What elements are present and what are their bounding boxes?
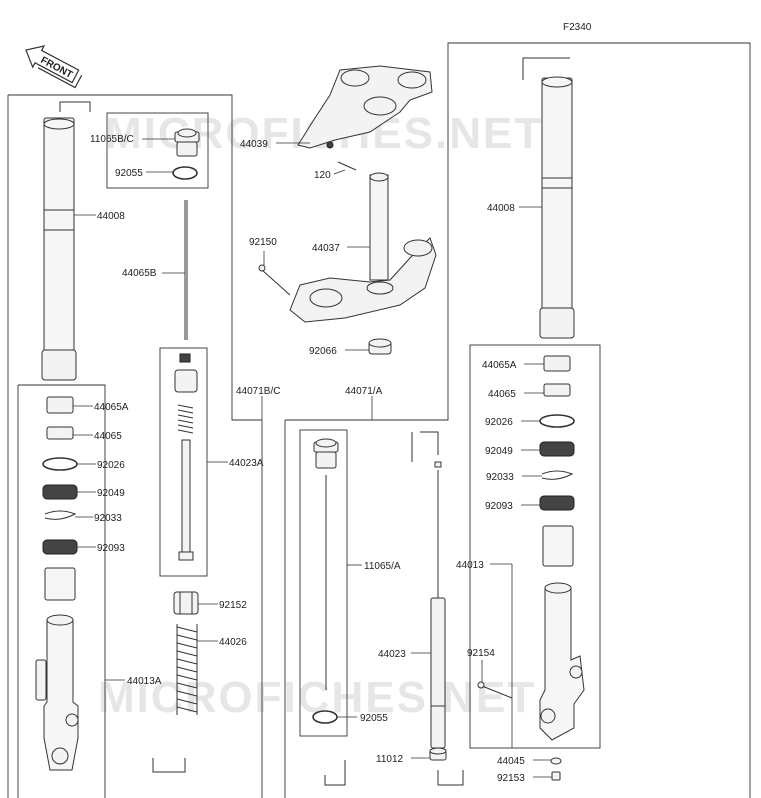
label-92153: 92153: [497, 773, 525, 784]
label-44037: 44037: [312, 243, 340, 254]
washer-left: [42, 457, 78, 471]
stem-lower-bracket: [289, 172, 437, 323]
outer-tube-left: [35, 567, 79, 771]
label-92026-right: 92026: [485, 417, 513, 428]
label-44013a: 44013A: [127, 676, 162, 687]
label-44045: 44045: [497, 756, 525, 767]
label-11012: 11012: [376, 754, 404, 765]
rod-bracket: [437, 770, 464, 786]
oil-seal-right: [539, 441, 575, 457]
label-44065-right: 44065: [488, 389, 516, 400]
label-44065-left: 44065: [94, 431, 122, 442]
label-92066: 92066: [309, 346, 337, 357]
label-44039: 44039: [240, 139, 268, 150]
label-11065a: 11065/A: [364, 561, 401, 572]
label-92049-left: 92049: [97, 488, 125, 499]
o-ring-top: [172, 166, 198, 180]
label-44023a: 44023A: [229, 458, 264, 469]
label-92055-top: 92055: [115, 168, 143, 179]
fork-spring: [176, 624, 198, 715]
label-92026-left: 92026: [97, 460, 125, 471]
fork-cap-bolt-left: [174, 128, 200, 157]
label-92093-left: 92093: [97, 543, 125, 554]
label-92033-right: 92033: [486, 472, 514, 483]
inner-tube-right: [522, 57, 575, 339]
label-92152: 92152: [219, 600, 247, 611]
label-92055-bottom: 92055: [360, 713, 388, 724]
inner-tube-left: [41, 101, 91, 381]
label-92150: 92150: [249, 237, 277, 248]
guide-bushing-right: [543, 383, 571, 397]
outer-tube-right: [539, 525, 585, 741]
oil-seal-left: [42, 484, 78, 500]
front-arrow-icon: FRONT: [25, 45, 83, 89]
label-44008-right: 44008: [487, 203, 515, 214]
snap-ring-left: [44, 510, 77, 520]
clamp-bolt: [258, 264, 291, 296]
cartridge-bracket: [324, 760, 346, 786]
label-44026: 44026: [219, 637, 247, 648]
bushing-11012: [429, 747, 447, 761]
right-fork-assembly-frame: [284, 42, 751, 798]
label-44071bc: 44071B/C: [236, 386, 280, 397]
label-92033-left: 92033: [94, 513, 122, 524]
left-outer-tube-frame: [17, 384, 106, 798]
label-92049-right: 92049: [485, 446, 513, 457]
damper-rod-assembly: [174, 353, 198, 561]
slide-bushing-a-left: [46, 396, 74, 414]
left-fork-assembly-frame: [7, 94, 263, 798]
stem-bearing: [368, 338, 392, 355]
label-11065bc: 11065B/C: [90, 134, 134, 145]
dust-seal-right: [539, 495, 575, 511]
figure-code: F2340: [563, 22, 592, 33]
label-44065a-left: 44065A: [94, 402, 129, 413]
damper-cartridge-cap: [313, 438, 339, 469]
label-92154: 92154: [467, 648, 495, 659]
upper-bracket: [297, 65, 433, 149]
label-44013: 44013: [456, 560, 484, 571]
spring-collar-nut: [173, 591, 199, 615]
axle-clamp-bolt: [477, 681, 513, 699]
damper-cartridge-frame: [299, 429, 348, 737]
washer-right: [539, 414, 575, 428]
cap-group-frame: [106, 112, 209, 189]
watermark-bottom: MICROFICHES.NET: [98, 673, 536, 722]
dust-seal-left: [42, 539, 78, 555]
right-outer-tube-frame: [469, 344, 601, 749]
label-44065b: 44065B: [122, 268, 157, 279]
snap-ring-right: [541, 470, 574, 480]
label-44065a-right: 44065A: [482, 360, 517, 371]
label-44023: 44023: [378, 649, 406, 660]
drain-bolt: [551, 771, 561, 781]
label-92093-right: 92093: [485, 501, 513, 512]
drain-washer: [550, 757, 562, 765]
label-120: 120: [314, 170, 331, 181]
guide-bushing-left: [46, 426, 74, 440]
spring-bracket: [152, 758, 186, 773]
handlebar-bolt: [337, 161, 357, 171]
label-44071a: 44071/A: [345, 386, 383, 397]
push-rod: [184, 200, 188, 340]
label-44008-left: 44008: [97, 211, 125, 222]
slide-bushing-a-right: [543, 355, 571, 372]
